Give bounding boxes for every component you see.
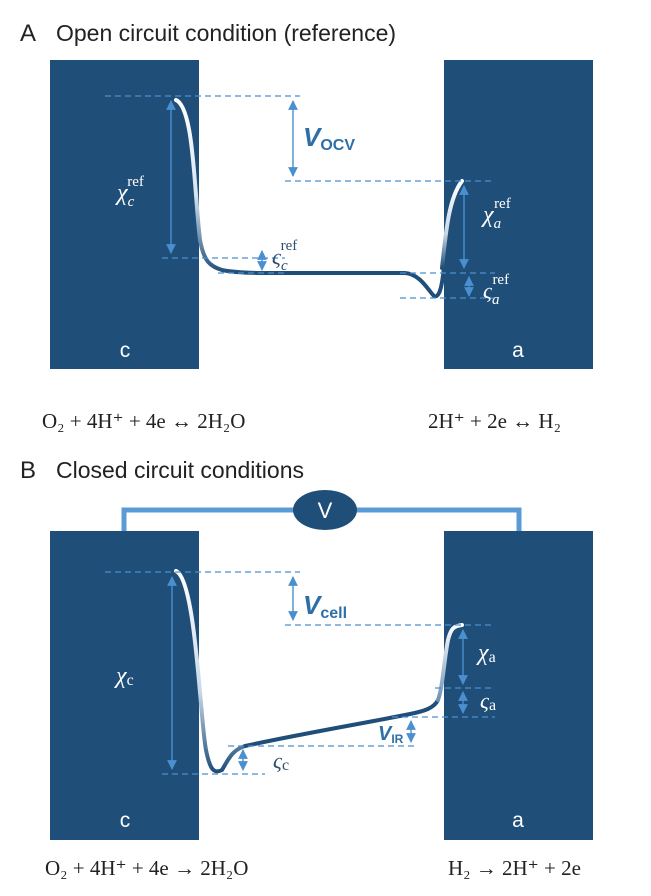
v-cell-label: Vcell (303, 590, 347, 622)
v-ocv-label: VOCV (303, 122, 355, 154)
anode-electrode (444, 60, 593, 369)
anode-reaction-ref: 2H⁺ + 2e ↔ H₂ (428, 409, 561, 433)
dimension-arrows-b (167, 576, 468, 771)
chi-a-label: χa (476, 640, 496, 666)
cathode-label: c (120, 809, 131, 832)
cathode-reaction: O₂ + 4H⁺ + 4e → 2H₂O (45, 856, 248, 880)
panel-a-letter: A (20, 20, 36, 47)
cathode-potential-curve (174, 98, 267, 275)
anode-label: a (512, 809, 524, 832)
v-ir-label: VIR (378, 723, 404, 746)
anode-reaction: H₂ → 2H⁺ + 2e (448, 856, 581, 880)
cathode-potential-curve (174, 569, 247, 774)
panel-b-letter: B (20, 457, 36, 484)
anode-label: a (512, 339, 524, 362)
sigma-a-label: ςa (480, 688, 496, 714)
panel-a-title: Open circuit condition (reference) (56, 20, 396, 46)
chi-a-ref-label: χaref (481, 196, 511, 232)
panel-b: B Closed circuit conditions V c a (20, 457, 593, 880)
sigma-c-label: ςc (273, 748, 289, 774)
dimension-arrows-a (166, 100, 474, 297)
external-circuit-wire (121, 507, 522, 531)
cathode-electrode (50, 60, 199, 369)
sigma-c-ref-label: ςcref (272, 238, 297, 274)
anode-potential-curve (436, 623, 464, 702)
sigma-a-ref-label: ςaref (483, 272, 509, 308)
cathode-label: c (120, 339, 131, 362)
anode-electrode (444, 531, 593, 840)
electrolyte-ir-drop-line (243, 698, 440, 748)
closed-dashed-lines (105, 571, 495, 775)
chi-c-label: χc (114, 663, 134, 689)
chi-c-ref-label: χcref (115, 174, 144, 210)
panel-b-title: Closed circuit conditions (56, 457, 304, 483)
voltmeter-label: V (318, 498, 333, 523)
voltmeter (293, 490, 357, 530)
panel-a: A Open circuit condition (reference) c a (20, 20, 593, 433)
cathode-reaction-ref: O₂ + 4H⁺ + 4e ↔ 2H₂O (42, 409, 245, 433)
